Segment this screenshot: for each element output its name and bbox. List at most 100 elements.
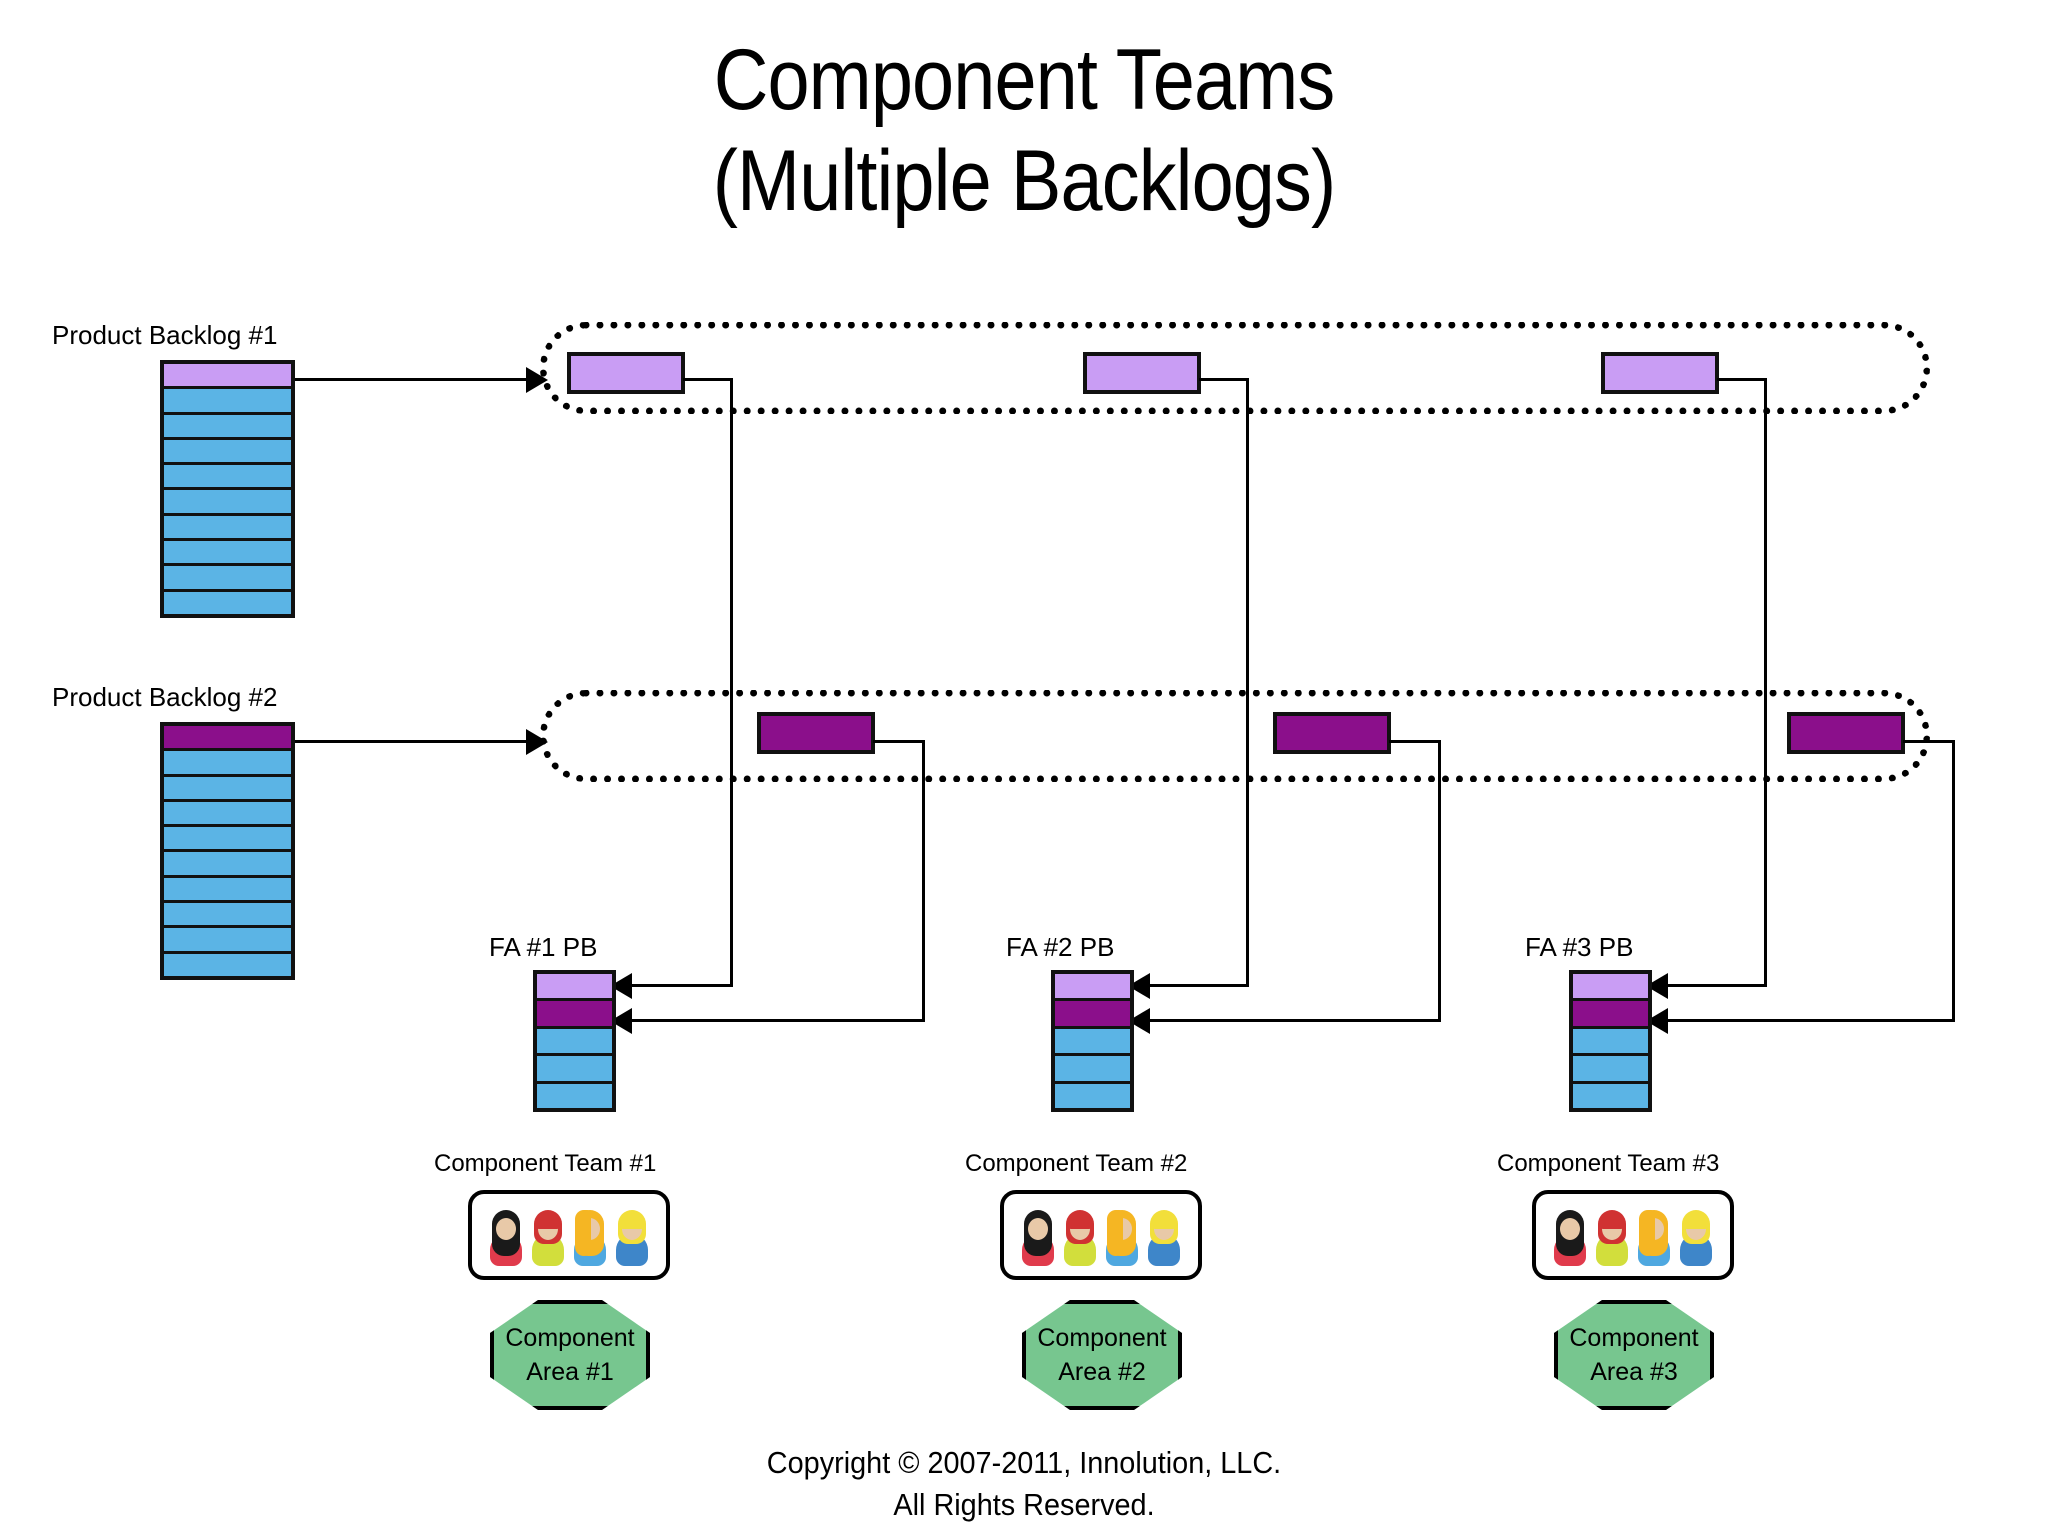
route-c1i1-v xyxy=(730,378,733,986)
route-c2i1-h2 xyxy=(630,1019,925,1022)
route-c2i3-v xyxy=(1952,740,1955,1021)
backlog-item[interactable] xyxy=(164,776,291,802)
backlog-item[interactable] xyxy=(164,751,291,777)
member-black-hair-red-shirt xyxy=(1553,1204,1587,1266)
member-black-hair-red-shirt xyxy=(489,1204,523,1266)
fa-3-pb-label: FA #3 PB xyxy=(1525,932,1634,962)
fa-backlog-item[interactable] xyxy=(1573,1028,1648,1057)
component-area-2-line1: Component xyxy=(1037,1323,1167,1352)
backlog-item[interactable] xyxy=(164,389,291,415)
route-c1i2-h1 xyxy=(1199,378,1249,381)
fa-backlog-item[interactable] xyxy=(1573,1056,1648,1084)
member-yellow-cap-blue-shirt xyxy=(1147,1204,1181,1266)
backlog-item[interactable] xyxy=(164,591,291,614)
product-backlog-2-work-container xyxy=(540,690,1930,782)
product-backlog-2-label: Product Backlog #2 xyxy=(52,682,278,712)
component-team-1-members[interactable] xyxy=(468,1190,670,1280)
backlog-item[interactable] xyxy=(164,726,291,752)
container1-item-3[interactable] xyxy=(1601,352,1719,394)
member-blonde-blue-shirt xyxy=(1637,1204,1671,1266)
route-c2i2-v xyxy=(1438,740,1441,1021)
route-c1i2-h2 xyxy=(1148,984,1249,987)
backlog-item[interactable] xyxy=(164,801,291,828)
component-area-3-line1: Component xyxy=(1569,1323,1699,1352)
container2-item-3[interactable] xyxy=(1787,712,1905,754)
route-c2i3-h2 xyxy=(1666,1019,1955,1022)
fa-backlog-item[interactable] xyxy=(1573,974,1648,1002)
backlog-item[interactable] xyxy=(164,877,291,904)
fa-backlog-item[interactable] xyxy=(537,1056,612,1084)
route-c1i3-h1 xyxy=(1717,378,1767,381)
copyright-notice: Copyright © 2007-2011, Innolution, LLC. … xyxy=(0,1442,2048,1526)
component-area-1-line2: Area #1 xyxy=(526,1358,614,1386)
route-c1i1-h1 xyxy=(683,378,733,381)
fa-backlog-item[interactable] xyxy=(1055,1056,1130,1084)
backlog-item[interactable] xyxy=(164,852,291,878)
member-red-cap-yellow-shirt xyxy=(1595,1204,1629,1266)
component-area-2-line2: Area #2 xyxy=(1058,1358,1146,1386)
fa-backlog-item[interactable] xyxy=(537,1083,612,1109)
backlog-item[interactable] xyxy=(164,364,291,390)
fa-1-pb-label: FA #1 PB xyxy=(489,932,598,962)
container1-item-1[interactable] xyxy=(567,352,685,394)
component-team-2-members[interactable] xyxy=(1000,1190,1202,1280)
component-team-3-members[interactable] xyxy=(1532,1190,1734,1280)
fa-backlog-item[interactable] xyxy=(1055,1028,1130,1057)
route-c2i2-h2 xyxy=(1148,1019,1441,1022)
fa-backlog-item[interactable] xyxy=(537,1001,612,1029)
product-backlog-1-work-container xyxy=(540,322,1930,414)
route-c2i3-h1 xyxy=(1903,740,1955,743)
member-blonde-blue-shirt xyxy=(1105,1204,1139,1266)
component-area-2[interactable]: Component Area #2 xyxy=(1022,1300,1182,1410)
route-c1i3-v xyxy=(1764,378,1767,986)
container2-item-2[interactable] xyxy=(1273,712,1391,754)
fa-backlog-item[interactable] xyxy=(1055,1001,1130,1029)
component-team-2-label: Component Team #2 xyxy=(965,1150,1188,1177)
backlog-item[interactable] xyxy=(164,439,291,466)
backlog-item[interactable] xyxy=(164,928,291,954)
title-line-2: (Multiple Backlogs) xyxy=(712,133,1336,230)
copyright-line-1: Copyright © 2007-2011, Innolution, LLC. xyxy=(766,1445,1282,1480)
page-title: Component Teams (Multiple Backlogs) xyxy=(0,30,2048,233)
member-red-cap-yellow-shirt xyxy=(531,1204,565,1266)
backlog-item[interactable] xyxy=(164,827,291,853)
product-backlog-1-label: Product Backlog #1 xyxy=(52,320,278,350)
backlog-item[interactable] xyxy=(164,414,291,440)
backlog-item[interactable] xyxy=(164,953,291,976)
product-backlog-2-stack[interactable] xyxy=(160,722,295,980)
fa-backlog-item[interactable] xyxy=(537,1028,612,1057)
backlog-item[interactable] xyxy=(164,515,291,542)
component-area-3[interactable]: Component Area #3 xyxy=(1554,1300,1714,1410)
backlog-item[interactable] xyxy=(164,465,291,491)
member-yellow-cap-blue-shirt xyxy=(1679,1204,1713,1266)
product-backlog-1-stack[interactable] xyxy=(160,360,295,618)
fa-3-pb-stack[interactable] xyxy=(1569,970,1652,1112)
component-area-1-line1: Component xyxy=(505,1323,635,1352)
fa-backlog-item[interactable] xyxy=(1573,1001,1648,1029)
fa-2-pb-label: FA #2 PB xyxy=(1006,932,1115,962)
container2-item-1[interactable] xyxy=(757,712,875,754)
component-team-1-label: Component Team #1 xyxy=(434,1150,657,1177)
backlog-item[interactable] xyxy=(164,903,291,929)
route-c2i1-v xyxy=(922,740,925,1021)
backlog-item[interactable] xyxy=(164,541,291,567)
member-blonde-blue-shirt xyxy=(573,1204,607,1266)
fa-backlog-item[interactable] xyxy=(1573,1083,1648,1109)
fa-backlog-item[interactable] xyxy=(537,974,612,1002)
member-red-cap-yellow-shirt xyxy=(1063,1204,1097,1266)
component-area-1[interactable]: Component Area #1 xyxy=(490,1300,650,1410)
fa-backlog-item[interactable] xyxy=(1055,1083,1130,1109)
route-c1i2-v xyxy=(1246,378,1249,986)
title-line-1: Component Teams xyxy=(713,32,1336,128)
component-team-3-label: Component Team #3 xyxy=(1497,1150,1720,1177)
connector-pb1-to-container1 xyxy=(295,378,530,381)
backlog-item[interactable] xyxy=(164,490,291,516)
route-c2i2-h1 xyxy=(1389,740,1441,743)
route-c1i3-h2 xyxy=(1666,984,1767,987)
backlog-item[interactable] xyxy=(164,566,291,592)
container1-item-2[interactable] xyxy=(1083,352,1201,394)
fa-backlog-item[interactable] xyxy=(1055,974,1130,1002)
fa-1-pb-stack[interactable] xyxy=(533,970,616,1112)
fa-2-pb-stack[interactable] xyxy=(1051,970,1134,1112)
